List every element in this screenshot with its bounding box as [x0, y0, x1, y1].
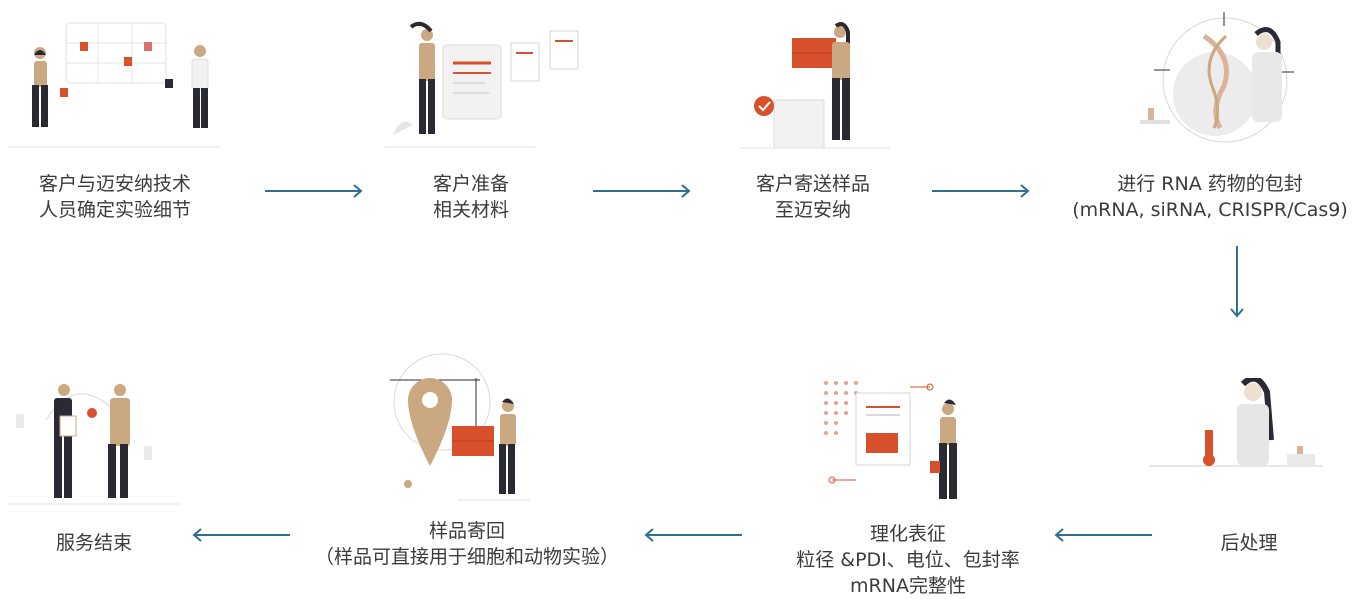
step-8-label: 服务结束	[55, 532, 133, 554]
step-2-label: 客户准备 相关材料	[432, 173, 510, 221]
step-7-label: 样品寄回 （样品可直接用于细胞和动物实验）	[314, 520, 620, 568]
step-1-illustration	[8, 22, 220, 148]
step-7-illustration	[390, 353, 530, 501]
arrow-1-to-2	[265, 184, 363, 198]
step-6-illustration	[824, 381, 957, 499]
arrow-6-to-7	[644, 528, 742, 542]
step-2-illustration	[385, 21, 579, 148]
arrow-5-to-6	[1054, 528, 1152, 542]
arrow-2-to-3	[593, 184, 691, 198]
arrow-3-to-4	[932, 184, 1030, 198]
step-1-label: 客户与迈安纳技术 人员确定实验细节	[38, 173, 192, 221]
step-3-illustration	[740, 22, 890, 149]
step-4-label: 进行 RNA 药物的包封 (mRNA, siRNA, CRISPR/Cas9)	[1072, 173, 1348, 221]
step-4-illustration	[1140, 12, 1294, 143]
arrow-4-to-5	[1230, 246, 1244, 318]
step-5-illustration	[1149, 378, 1323, 467]
step-6-label: 理化表征 粒径 &PDI、电位、包封率 mRNA完整性	[796, 523, 1020, 597]
step-5-label: 后处理	[1220, 532, 1278, 554]
step-8-illustration	[8, 384, 180, 505]
arrow-7-to-8	[192, 528, 290, 542]
step-3-label: 客户寄送样品 至迈安纳	[755, 173, 871, 221]
